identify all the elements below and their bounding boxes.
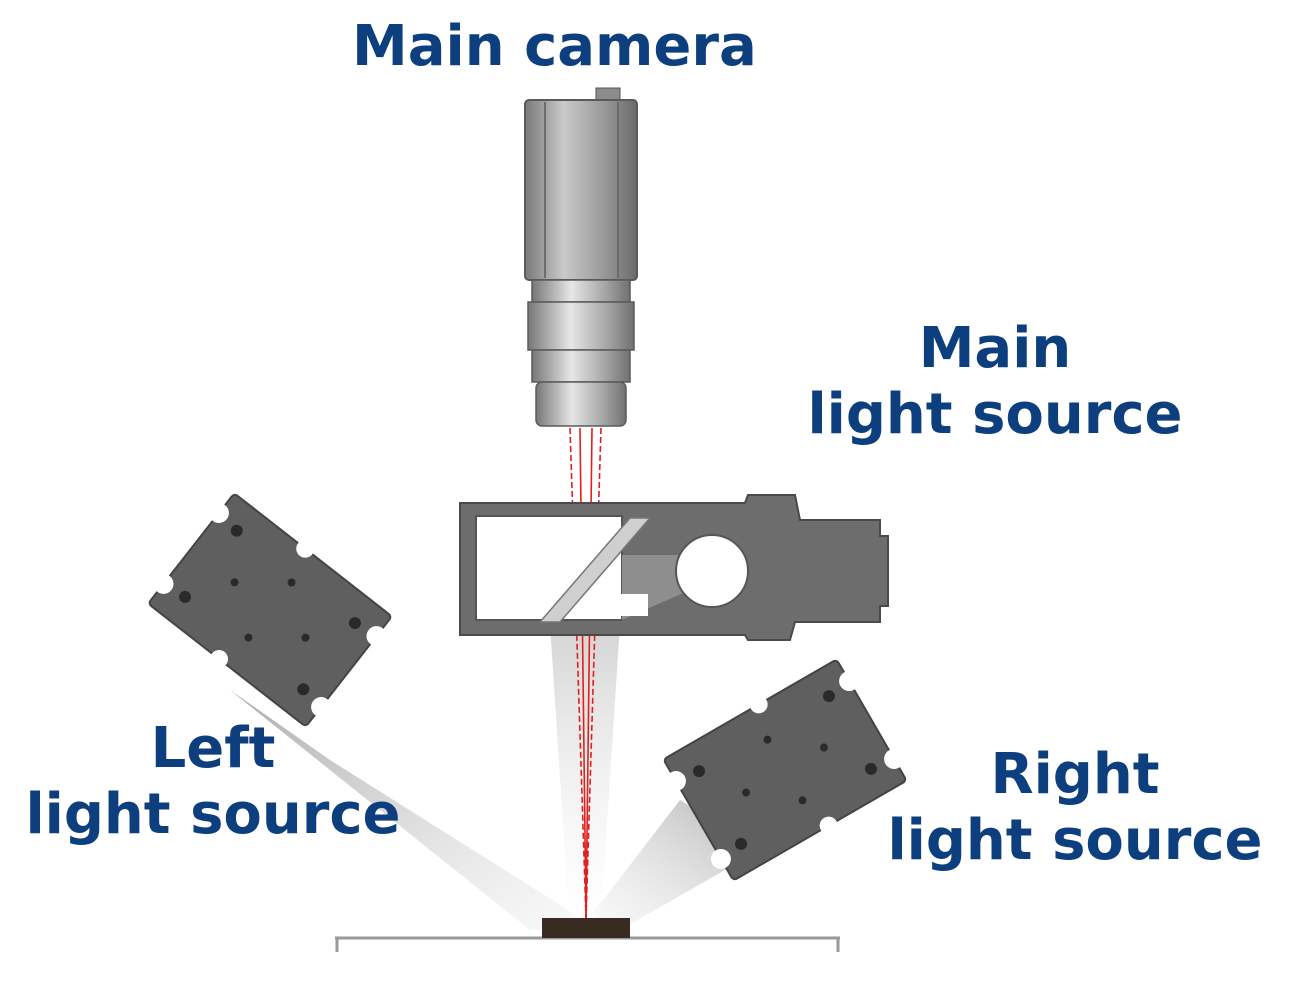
- main-camera-label: Main camera: [352, 14, 757, 79]
- main-light-label-line2: light source: [807, 382, 1183, 447]
- light-module-icon: [663, 659, 907, 881]
- right-light-label-line2: light source: [887, 808, 1263, 873]
- beam-splitter-light-icon: [459, 494, 889, 641]
- mirror: [538, 517, 652, 623]
- main-light-source-label: Main light source: [800, 316, 1190, 448]
- right-light-label-line1: Right: [990, 742, 1160, 807]
- camera-icon: [524, 87, 638, 281]
- left-light-label-line2: light source: [25, 782, 401, 847]
- light-module-icon: [148, 493, 392, 727]
- main-light-label-line1: Main: [918, 316, 1072, 381]
- sample-stage: [335, 936, 840, 952]
- left-light-source-label: Left light source: [18, 716, 408, 848]
- left-light-label-line1: Left: [150, 716, 276, 781]
- lens-icon: [527, 279, 635, 427]
- light-aperture: [675, 534, 749, 608]
- right-light-source-label: Right light source: [880, 742, 1270, 874]
- sample-icon: [542, 918, 630, 938]
